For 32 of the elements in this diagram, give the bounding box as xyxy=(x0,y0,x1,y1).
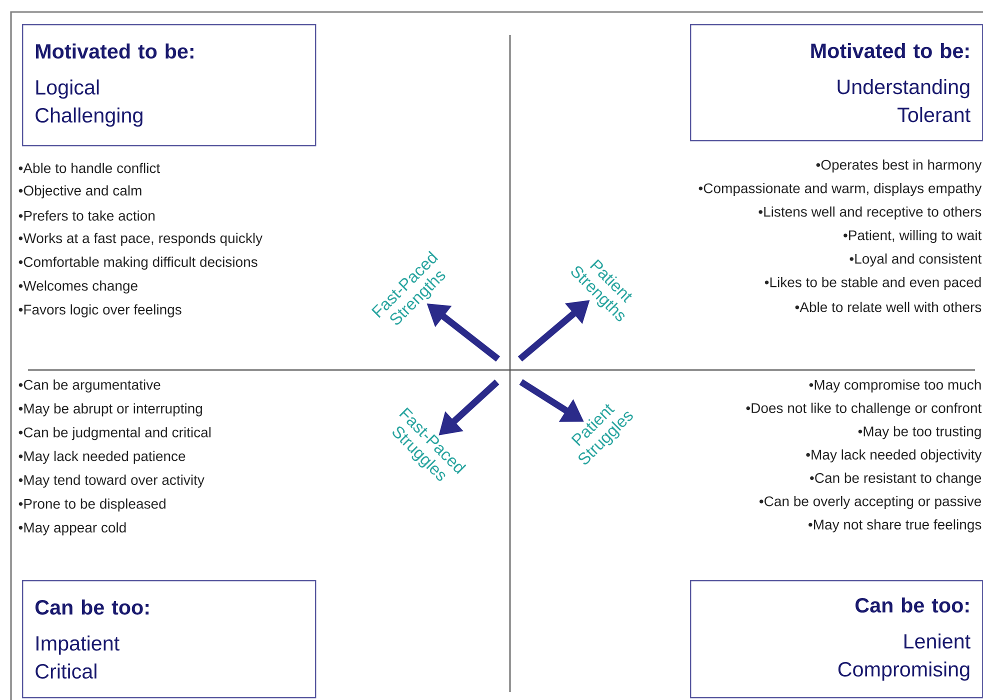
bullet-text: •Able to relate well with others xyxy=(795,302,982,312)
bullet-text: •Patient, willing to wait xyxy=(844,230,982,244)
bullet-text: •Can be judgmental and critical xyxy=(18,427,211,440)
bullet-text: •May be abrupt or interrupting xyxy=(18,403,202,416)
bullet-text: •May not share true feelings xyxy=(808,519,982,532)
bullet-text: •Operates best in harmony xyxy=(816,159,982,173)
bullet-text: •Prefers to take action xyxy=(18,210,155,221)
bullet-text: •Can be argumentative xyxy=(18,379,160,393)
bullet-text: •Able to handle conflict xyxy=(18,162,160,174)
bullet-text: •Listens well and receptive to others xyxy=(758,206,982,220)
bullet-text: •May be too trusting xyxy=(858,426,981,440)
bullet-text: •Likes to be stable and even paced xyxy=(764,276,981,290)
heading-box: Motivated to be: Understanding Tolerant xyxy=(690,24,983,142)
heading-box: Motivated to be: Logical Challenging xyxy=(22,24,316,146)
bullet-text: •May tend toward over activity xyxy=(18,474,204,488)
bullet-text: •Works at a fast pace, responds quickly xyxy=(18,232,262,246)
bullet-text: •May lack needed objectivity xyxy=(806,449,982,462)
bullet-text: •Objective and calm xyxy=(18,185,142,198)
bullet-text: •May lack needed patience xyxy=(18,450,186,464)
bullet-text: •Prone to be displeased xyxy=(18,498,166,512)
bullet-text: •Comfortable making difficult decisions xyxy=(18,256,258,270)
heading-box: Can be too: Impatient Critical xyxy=(22,580,316,698)
bullet-text: •May compromise too much xyxy=(809,379,981,393)
bullet-text: •Can be overly accepting or passive xyxy=(759,496,982,510)
bullet-text: •Loyal and consistent xyxy=(850,253,982,267)
heading-box: Can be too: Lenient Compromising xyxy=(690,580,983,698)
bullet-text: •May appear cold xyxy=(18,522,126,536)
bullet-text: •Compassionate and warm, displays empathy xyxy=(698,182,982,196)
bullet-text: •Welcomes change xyxy=(18,280,138,294)
bullet-text: •Can be resistant to change xyxy=(810,472,982,486)
bullet-text: •Favors logic over feelings xyxy=(18,304,182,318)
bullet-text: •Does not like to challenge or confront xyxy=(746,402,982,416)
